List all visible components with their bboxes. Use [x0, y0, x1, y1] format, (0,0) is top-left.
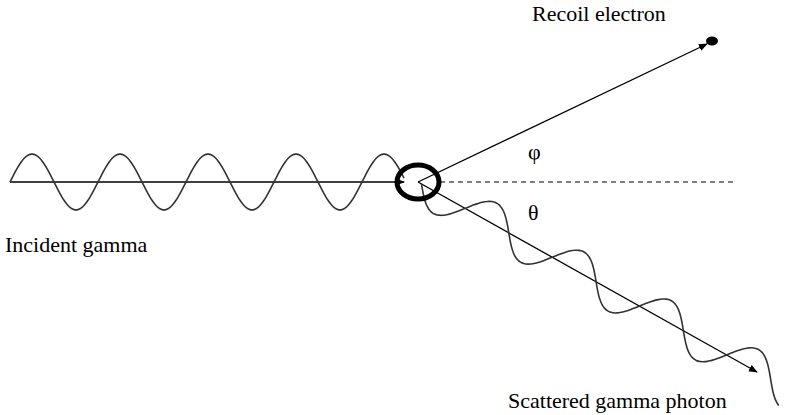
electron-track: [418, 44, 707, 182]
incident-gamma-label: Incident gamma: [5, 232, 147, 257]
reference-dashed-line: [440, 181, 735, 182]
angle-theta-label: θ: [528, 200, 539, 225]
scattered-axis: [418, 182, 757, 372]
scattered-photon-label: Scattered gamma photon: [508, 388, 727, 413]
recoil-electron-dot: [706, 37, 718, 46]
angle-phi-label: φ: [528, 139, 541, 164]
target-electron: [397, 165, 439, 199]
scattered-wave: [421, 184, 778, 406]
incident-axis: [10, 181, 404, 182]
recoil-electron-label: Recoil electron: [532, 1, 666, 26]
incident-wave: [10, 154, 404, 210]
